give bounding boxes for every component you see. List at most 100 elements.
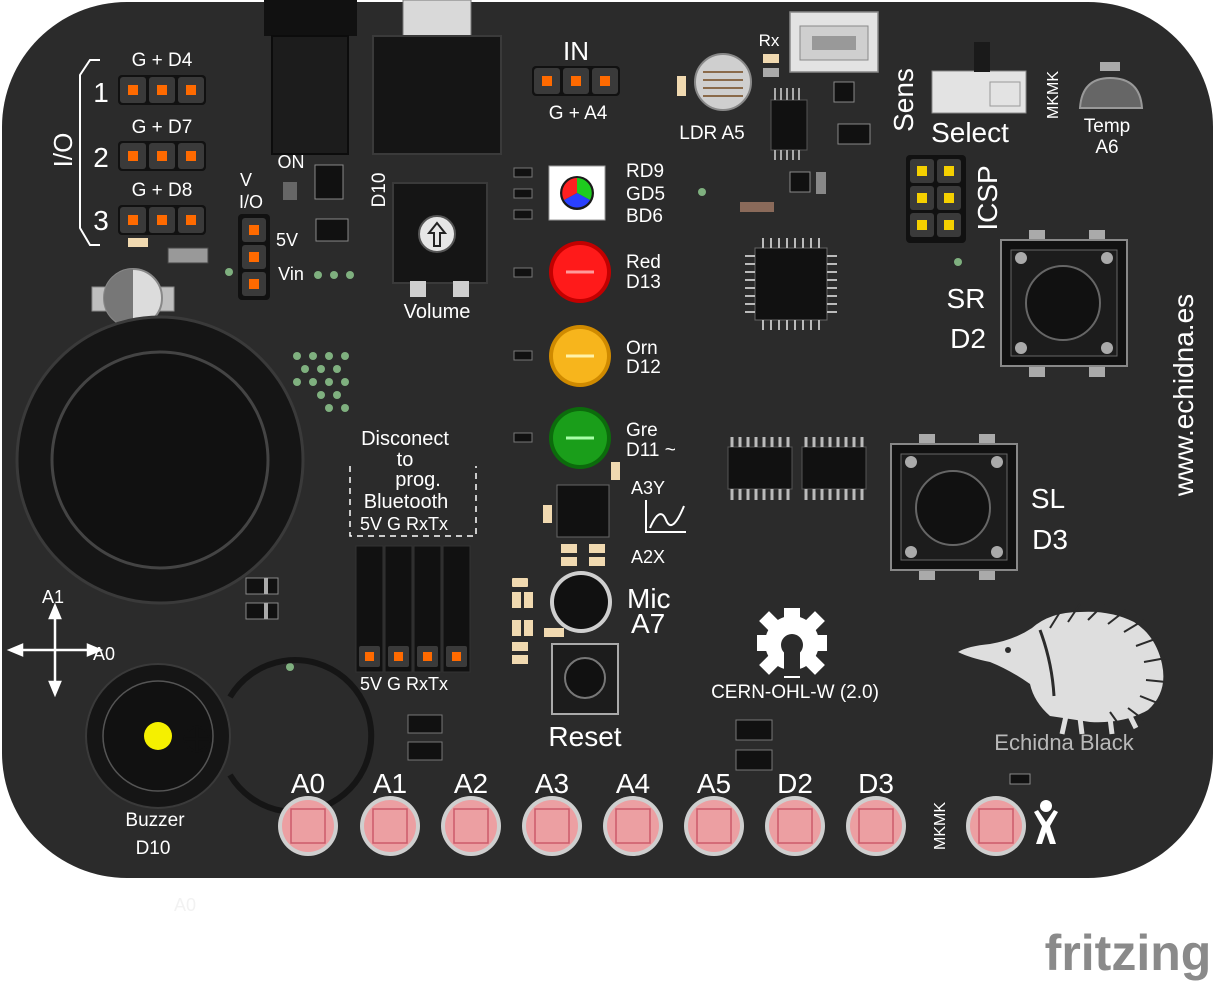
touch-pad-a0[interactable] bbox=[278, 796, 338, 856]
board-name-label: Echidna Black bbox=[994, 730, 1134, 755]
red-led bbox=[549, 241, 611, 303]
smd-chip bbox=[407, 714, 443, 734]
ldr-sensor bbox=[694, 53, 752, 111]
reset-button[interactable] bbox=[551, 643, 619, 715]
touch-pad-label: D3 bbox=[858, 768, 894, 799]
volume-potentiometer[interactable] bbox=[392, 182, 488, 297]
joystick-y-label: A1 bbox=[42, 587, 64, 607]
smd-resistor bbox=[611, 462, 620, 480]
green-led-name: Gre bbox=[626, 420, 658, 441]
sl-pin: D3 bbox=[1032, 524, 1068, 555]
accelerometer-chip bbox=[556, 484, 610, 538]
microphone bbox=[550, 571, 612, 633]
touch-pad-d3[interactable] bbox=[846, 796, 906, 856]
smd-diode bbox=[167, 247, 209, 264]
io-row1-label: G + D4 bbox=[132, 50, 193, 71]
smd-chip bbox=[314, 164, 344, 200]
io-bracket bbox=[79, 59, 100, 246]
rgb-red-pin-label: RD9 bbox=[626, 161, 664, 182]
smd-chip bbox=[735, 749, 773, 771]
touch-pad-d2[interactable] bbox=[765, 796, 825, 856]
touch-pad-label: A3 bbox=[535, 768, 569, 799]
joystick[interactable] bbox=[15, 315, 305, 605]
joystick-axis-arrows-icon bbox=[6, 602, 104, 698]
sensor-select-switch[interactable] bbox=[931, 42, 1027, 114]
smd-resistor bbox=[543, 505, 552, 523]
io-row3-label: G + D8 bbox=[132, 180, 193, 201]
via-dot bbox=[698, 188, 706, 196]
ghost-label: A0 bbox=[174, 895, 196, 915]
via-dot bbox=[286, 663, 294, 671]
temp-pin-label: A6 bbox=[1095, 137, 1118, 158]
power-jack bbox=[264, 0, 357, 155]
smd-chip bbox=[837, 123, 871, 145]
touch-pad-square bbox=[696, 808, 732, 844]
green-led bbox=[549, 407, 611, 469]
accel-x-label: A2X bbox=[631, 547, 665, 567]
touch-pad-square bbox=[777, 808, 813, 844]
touch-pad-surface bbox=[364, 800, 416, 852]
mic-name: Mic bbox=[627, 583, 671, 614]
volume-label: Volume bbox=[404, 301, 471, 323]
sr-button[interactable] bbox=[1000, 230, 1128, 377]
touch-pad-surface bbox=[526, 800, 578, 852]
input-header[interactable] bbox=[532, 66, 620, 96]
smd-resistor bbox=[589, 544, 605, 553]
mkmk-top-label: MKMK bbox=[1045, 71, 1062, 119]
touch-pad-square bbox=[453, 808, 489, 844]
io-header-3[interactable] bbox=[118, 205, 206, 235]
power-jumper-header[interactable] bbox=[238, 214, 270, 300]
smd-chip bbox=[1009, 773, 1031, 785]
volume-d10-label: D10 bbox=[369, 173, 390, 208]
sl-button[interactable] bbox=[890, 434, 1018, 580]
input-pins-label: G + A4 bbox=[549, 103, 608, 124]
orange-led-pin: D12 bbox=[626, 357, 661, 378]
fritzing-watermark: fritzing bbox=[1045, 925, 1212, 981]
io-header-2[interactable] bbox=[118, 141, 206, 171]
usb-connector bbox=[789, 11, 879, 73]
touch-pad-a5[interactable] bbox=[684, 796, 744, 856]
io-row1-number: 1 bbox=[93, 77, 109, 108]
select-label: Select bbox=[931, 117, 1009, 148]
touch-pad-person[interactable] bbox=[966, 796, 1026, 856]
reset-label: Reset bbox=[548, 721, 621, 752]
touch-pad-a4[interactable] bbox=[603, 796, 663, 856]
smd-chip bbox=[315, 218, 349, 242]
touch-pad-square bbox=[290, 808, 326, 844]
sr-pin: D2 bbox=[950, 323, 986, 354]
power-vin-label: Vin bbox=[278, 264, 304, 284]
touch-pad-surface bbox=[688, 800, 740, 852]
mic-passives bbox=[512, 578, 564, 664]
touch-pad-a3[interactable] bbox=[522, 796, 582, 856]
io-label: I/O bbox=[48, 133, 78, 168]
dc-socket bbox=[372, 0, 502, 155]
touch-pad-square bbox=[858, 808, 894, 844]
ldr-label: LDR A5 bbox=[679, 123, 744, 144]
smd-chip bbox=[407, 741, 443, 761]
microcontroller-chip bbox=[745, 238, 837, 330]
accel-graph-icon bbox=[645, 500, 686, 533]
io-header-1[interactable] bbox=[118, 75, 206, 105]
io-row3-number: 3 bbox=[93, 205, 109, 236]
touch-pad-a2[interactable] bbox=[441, 796, 501, 856]
touch-pad-surface bbox=[769, 800, 821, 852]
touch-pad-a1[interactable] bbox=[360, 796, 420, 856]
touch-pad-square bbox=[615, 808, 651, 844]
bluetooth-header[interactable] bbox=[355, 545, 471, 673]
green-led-pin: D11 ~ bbox=[626, 440, 676, 461]
touch-pad-square bbox=[372, 808, 408, 844]
smd-resistor bbox=[1100, 62, 1120, 71]
joystick-x-label: A0 bbox=[93, 644, 115, 664]
io-row2-number: 2 bbox=[93, 142, 109, 173]
orange-led-name: Orn bbox=[626, 338, 658, 359]
temp-label: Temp bbox=[1084, 116, 1130, 137]
accel-y-label: A3Y bbox=[631, 478, 665, 498]
smd-resistor bbox=[513, 267, 533, 278]
touch-pad-label: A0 bbox=[291, 768, 325, 799]
person-icon bbox=[1034, 800, 1058, 844]
orange-led bbox=[549, 325, 611, 387]
icsp-header[interactable] bbox=[906, 155, 966, 243]
bluetooth-line3: prog. bbox=[395, 469, 441, 491]
